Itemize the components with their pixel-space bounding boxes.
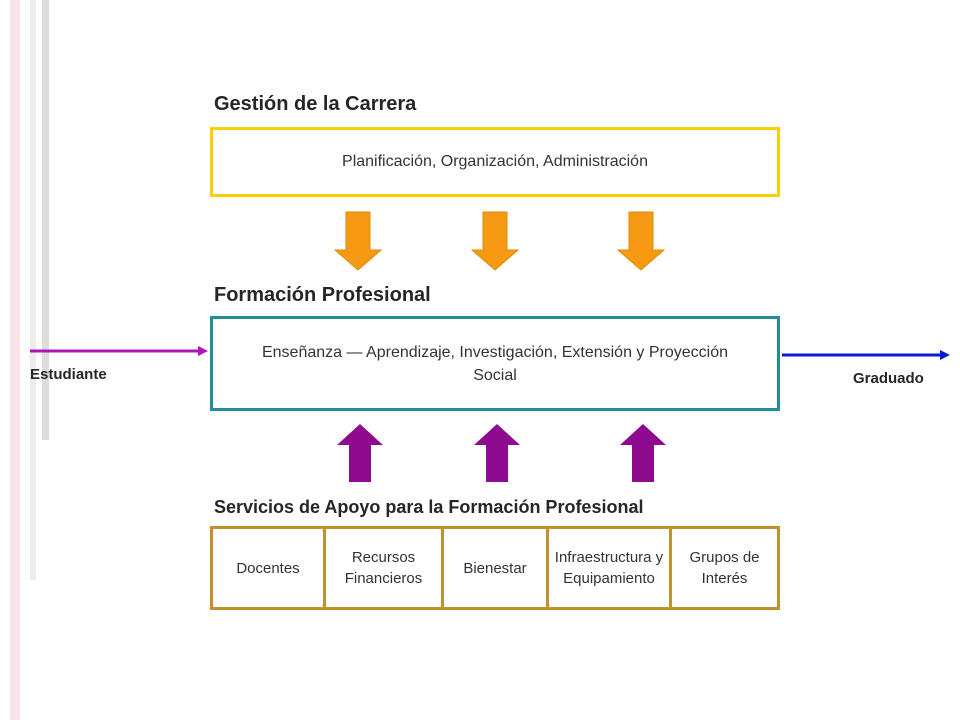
down-arrow-2 (470, 211, 520, 271)
service-item-infraestructura: Infraestructura y Equipamiento (546, 529, 669, 607)
decorative-stripe-gray-dark (42, 0, 49, 440)
service-item-recursos-financieros: Recursos Financieros (323, 529, 441, 607)
gestion-title: Gestión de la Carrera (214, 93, 417, 115)
service-item-bienestar: Bienestar (441, 529, 546, 607)
down-arrow-1 (333, 211, 383, 271)
formacion-content: Enseñanza — Aprendizaje, Investigación, … (261, 343, 729, 384)
output-label-graduado: Graduado (853, 370, 924, 387)
service-item-grupos-interes: Grupos de Interés (669, 529, 777, 607)
decorative-stripe-gray (30, 0, 36, 580)
output-arrowhead (940, 350, 950, 360)
up-arrow-1 (337, 424, 383, 482)
up-arrow-2 (474, 424, 520, 482)
servicios-title: Servicios de Apoyo para la Formación Pro… (214, 497, 644, 517)
gestion-box: Planificación, Organización, Administrac… (210, 127, 780, 197)
input-label-estudiante: Estudiante (30, 366, 107, 383)
servicios-box: Docentes Recursos Financieros Bienestar … (210, 526, 780, 610)
formacion-title: Formación Profesional (214, 284, 431, 306)
down-arrow-3 (616, 211, 666, 271)
decorative-stripe-pink (10, 0, 20, 720)
gestion-content: Planificación, Organización, Administrac… (342, 153, 648, 170)
service-item-docentes: Docentes (236, 559, 300, 577)
input-arrowhead (198, 346, 208, 356)
up-arrow-3 (620, 424, 666, 482)
formacion-box: Enseñanza — Aprendizaje, Investigación, … (210, 316, 780, 411)
